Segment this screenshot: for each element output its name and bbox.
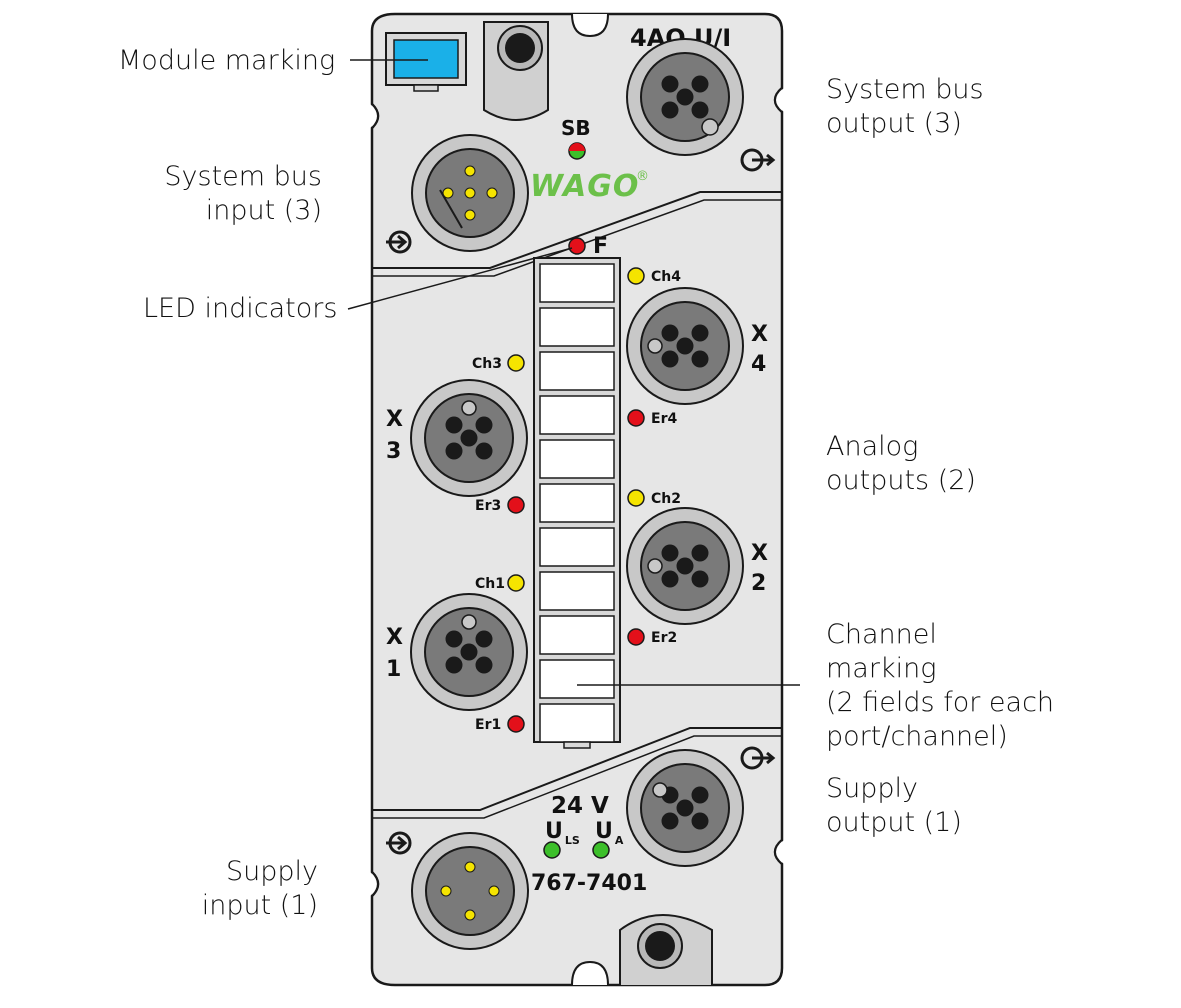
ch3-led [507, 354, 525, 372]
x1-number: 1 [386, 657, 401, 682]
ch2-led [627, 489, 645, 507]
bottom-notch [571, 960, 609, 986]
f-label: F [593, 234, 608, 259]
section-line-upper-2 [372, 199, 782, 277]
input-arrow-icon [386, 230, 412, 254]
x1-connector [410, 593, 528, 711]
er4-led [627, 409, 645, 427]
callout-channel-marking-line-3: (2 fields for each [826, 687, 1055, 718]
marking-field [539, 307, 615, 347]
marking-field [539, 615, 615, 655]
marking-field [539, 703, 615, 743]
section-line-upper [372, 191, 782, 269]
callout-channel-marking-line-2: marking [826, 653, 937, 684]
callout-channel-marking: Channel marking (2 fields for each port/… [826, 618, 1054, 754]
order-number: 767-7401 [531, 871, 647, 896]
x4-number: 4 [751, 352, 766, 377]
uls-led [543, 841, 561, 859]
ua-led [592, 841, 610, 859]
supply-input-arrow-icon [386, 831, 412, 855]
callout-system-bus-output-line-1: System bus [826, 74, 984, 105]
top-notch [571, 13, 609, 38]
marking-field [539, 659, 615, 699]
x1-label: X [386, 625, 403, 650]
section-line-lower-2 [372, 735, 782, 819]
callout-supply-output-line-2: output (1) [826, 807, 962, 838]
module-marking-tab [413, 84, 439, 92]
marking-field [539, 263, 615, 303]
output-arrow-icon [740, 148, 776, 172]
marking-field [539, 439, 615, 479]
callout-channel-marking-line-1: Channel [826, 619, 937, 650]
ch4-led [627, 267, 645, 285]
x3-label: X [386, 407, 403, 432]
marking-field [539, 571, 615, 611]
x2-number: 2 [751, 571, 766, 596]
callout-supply-input-line-1: Supply [225, 856, 318, 887]
f-led [568, 237, 586, 255]
x4-connector [626, 287, 744, 405]
callout-supply-input: Supply input (1) [150, 855, 318, 923]
system-bus-output-connector [626, 38, 744, 156]
er2-label: Er2 [651, 630, 677, 646]
x4-label: X [751, 322, 768, 347]
marking-field [539, 351, 615, 391]
callout-supply-input-line-2: input (1) [201, 890, 318, 921]
supply-output-connector [626, 749, 744, 867]
ch1-label: Ch1 [475, 576, 505, 592]
callout-supply-output-line-1: Supply [826, 773, 919, 804]
voltage-label: 24 V [551, 793, 609, 819]
callout-channel-marking-line-4: port/channel) [826, 721, 1008, 752]
wago-logo: WAGO [530, 169, 639, 204]
er4-label: Er4 [651, 411, 677, 427]
callout-system-bus-input-line-2: input (3) [205, 195, 322, 226]
callout-analog-outputs-line-2: outputs (2) [826, 465, 976, 496]
x3-number: 3 [386, 439, 401, 464]
x3-connector [410, 379, 528, 497]
callout-system-bus-input-line-1: System bus [164, 161, 322, 192]
ch2-label: Ch2 [651, 491, 681, 507]
er1-label: Er1 [475, 717, 501, 733]
marking-field [539, 527, 615, 567]
marking-field [539, 483, 615, 523]
ch4-label: Ch4 [651, 269, 681, 285]
callout-analog-outputs-line-1: Analog [826, 431, 919, 462]
section-line-lower [372, 727, 782, 811]
callout-analog-outputs: Analog outputs (2) [826, 430, 976, 498]
system-bus-input-connector [411, 134, 529, 252]
er2-led [627, 628, 645, 646]
x2-connector [626, 507, 744, 625]
er3-led [507, 496, 525, 514]
callout-system-bus-input: System bus input (3) [150, 160, 322, 228]
marking-field [539, 395, 615, 435]
supply-output-arrow-icon [740, 746, 776, 770]
er1-led [507, 715, 525, 733]
x2-label: X [751, 541, 768, 566]
er3-label: Er3 [475, 498, 501, 514]
supply-input-connector [411, 832, 529, 950]
callout-module-marking: Module marking [118, 45, 336, 76]
ch1-led [507, 574, 525, 592]
callout-led-indicators: LED indicators [143, 293, 338, 324]
callout-system-bus-output-line-2: output (3) [826, 108, 962, 139]
sb-label: SB [561, 116, 591, 140]
callout-supply-output: Supply output (1) [826, 772, 962, 840]
module-marking-tag [393, 39, 459, 79]
ch3-label: Ch3 [472, 356, 502, 372]
wago-registered-mark: ® [636, 169, 649, 184]
leader-led-indicators [347, 247, 573, 310]
callout-system-bus-output: System bus output (3) [826, 73, 984, 141]
marking-fields [539, 263, 615, 743]
